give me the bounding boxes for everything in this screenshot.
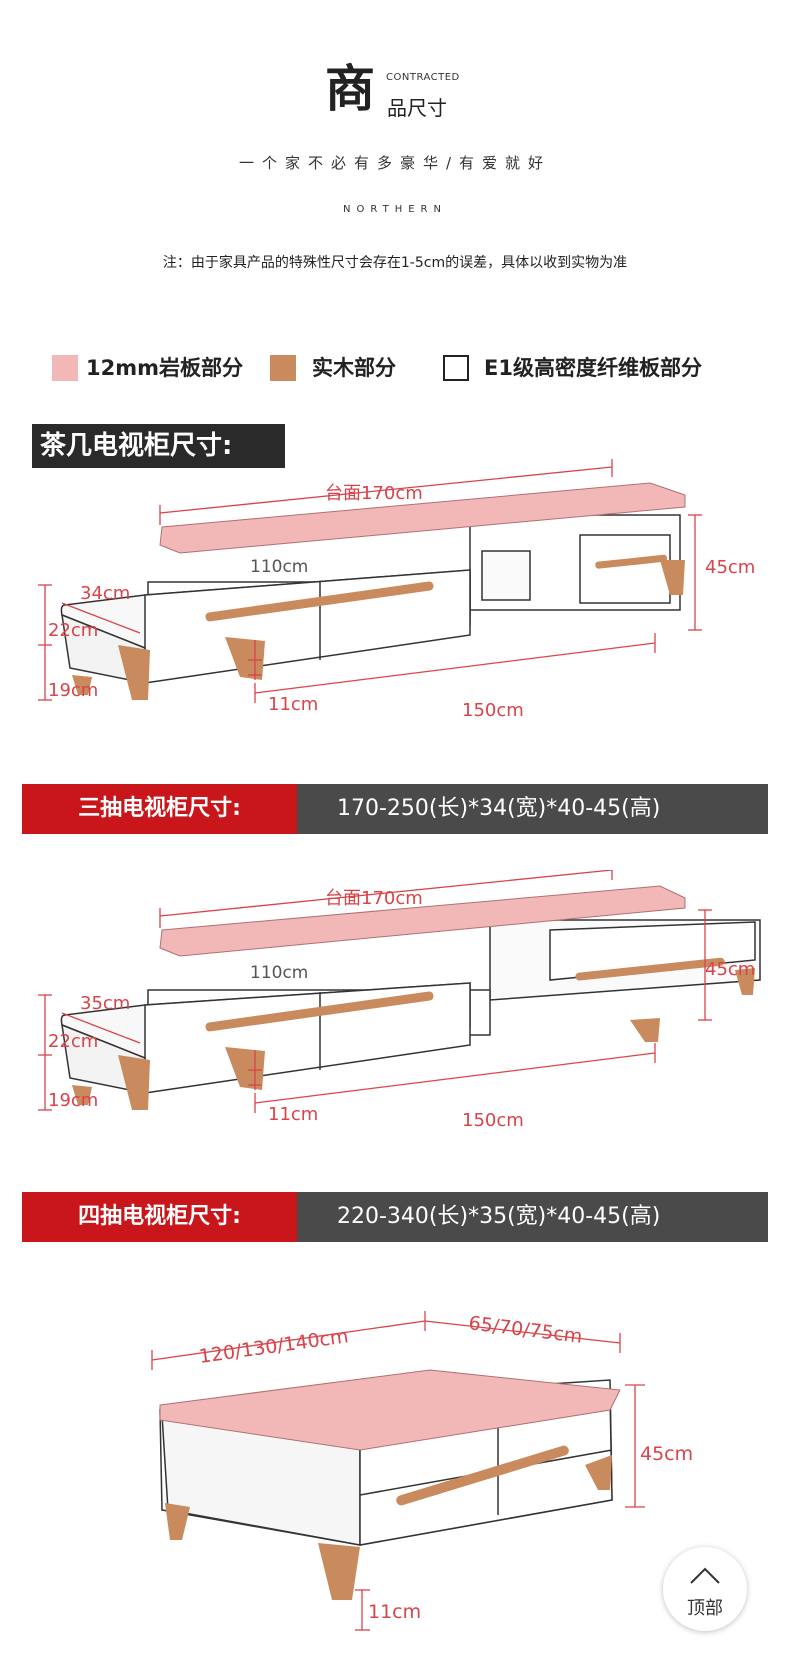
dim-base-gap-label: 11cm <box>268 694 318 715</box>
stone-top <box>159 482 686 554</box>
header-english-label: CONTRACTED <box>386 72 460 83</box>
legend-swatch-stone <box>52 355 78 381</box>
dim-depth-label: 34cm <box>80 583 130 604</box>
dim-base-gap-label: 11cm <box>268 1104 318 1125</box>
drawer-handle <box>205 991 434 1032</box>
dim-leg-label: 11cm <box>368 1601 421 1623</box>
chevron-up-icon <box>690 1567 720 1584</box>
dim-inner-label: 110cm <box>250 557 308 577</box>
spec-bar-3-dims: 170-250(长)*34(宽)*40-45(高) <box>297 784 768 834</box>
spec-bar-4-drawer: 四抽电视柜尺寸: 220-340(长)*35(宽)*40-45(高) <box>22 1192 768 1242</box>
brand-label: NORTHERN <box>343 204 447 215</box>
spec-bar-4-dims: 220-340(长)*35(宽)*40-45(高) <box>297 1192 768 1242</box>
coffee-table-drawing: 120/130/140cm 65/70/75cm 45cm 11cm <box>151 1311 693 1631</box>
dim-width-label: 65/70/75cm <box>467 1312 583 1348</box>
dim-body-height-label: 22cm <box>48 620 98 641</box>
spec-bar-4-label: 四抽电视柜尺寸: <box>22 1192 297 1242</box>
header-chinese-label: 品尺寸 <box>387 96 447 120</box>
drawer-handle <box>595 554 668 569</box>
dim-top-label: 台面170cm <box>325 483 423 504</box>
dim-length-label: 120/130/140cm <box>198 1325 350 1368</box>
dim-base-length-label: 150cm <box>462 700 524 721</box>
stone-top <box>159 1369 621 1451</box>
back-to-top-button[interactable]: 顶部 <box>663 1547 747 1631</box>
legend-label-stone: 12mm岩板部分 <box>86 356 243 380</box>
legend-swatch-wood <box>270 355 296 381</box>
dim-top-label: 台面170cm <box>325 888 423 909</box>
drawer-handle <box>205 581 434 622</box>
slogan: 一个家不必有多豪华/有爱就好 <box>238 154 552 172</box>
dim-leg-height-label: 19cm <box>48 680 98 701</box>
dim-leg-height-label: 19cm <box>48 1090 98 1111</box>
drawer-handle <box>396 1445 569 1506</box>
size-note: 注：由于家具产品的特殊性尺寸会存在1-5cm的误差，具体以收到实物为准 <box>162 255 628 271</box>
dim-body-height-label: 22cm <box>48 1031 98 1052</box>
back-to-top-label: 顶部 <box>687 1598 723 1619</box>
header-big-char: 商 <box>325 59 375 118</box>
dim-depth-label: 35cm <box>80 993 130 1014</box>
tv-cabinet-3-drawing: 台面170cm 110cm 34cm 22cm 19cm 11cm 150cm … <box>38 459 755 721</box>
legend-label-fiberboard: E1级高密度纤维板部分 <box>484 356 702 380</box>
section-title: 茶几电视柜尺寸: <box>32 424 285 468</box>
legend-swatch-fiberboard <box>443 355 469 381</box>
legend-label-wood: 实木部分 <box>312 356 396 380</box>
dim-total-height-label: 45cm <box>705 557 755 578</box>
spec-bar-3-label: 三抽电视柜尺寸: <box>22 784 297 834</box>
drawer-handle <box>575 957 725 981</box>
spec-bar-3-drawer: 三抽电视柜尺寸: 170-250(长)*34(宽)*40-45(高) <box>22 784 768 834</box>
dim-inner-label: 110cm <box>250 963 308 983</box>
tv-cabinet-4-drawing: 台面170cm 110cm 35cm 22cm 19cm 11cm 150cm … <box>38 870 761 1131</box>
stone-top <box>159 885 686 957</box>
dim-base-length-label: 150cm <box>462 1110 524 1131</box>
dim-height-label: 45cm <box>640 1443 693 1465</box>
dim-total-height-label: 45cm <box>705 959 755 980</box>
